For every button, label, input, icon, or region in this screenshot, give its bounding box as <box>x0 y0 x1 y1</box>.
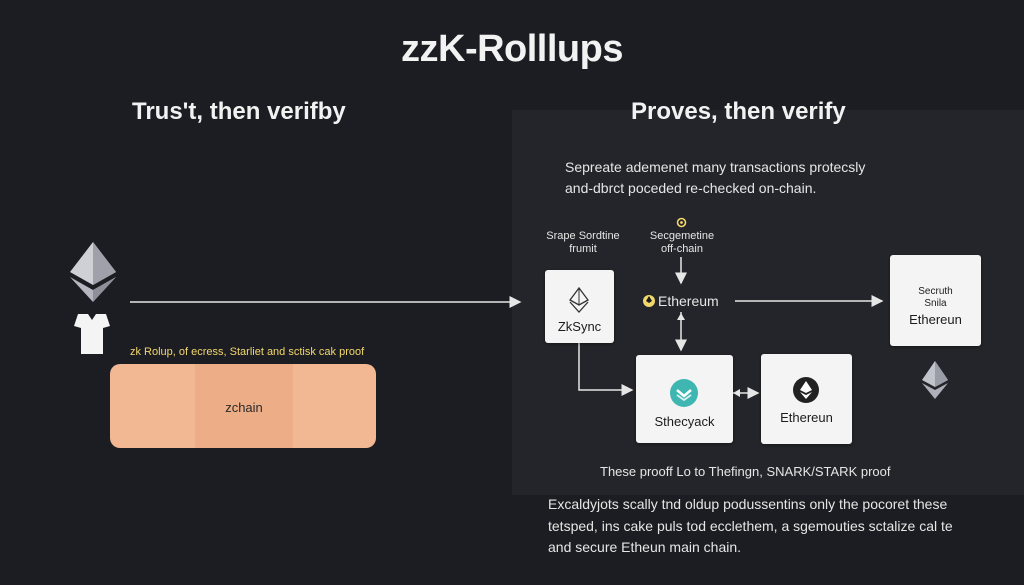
ethereum-coin-icon <box>643 295 655 307</box>
left-heading: Trus't, then verifby <box>132 98 346 125</box>
footer-line-3: and secure Etheun main chain. <box>548 539 742 555</box>
ethereum-small-icon <box>922 361 948 399</box>
stack-card: Sthecyack <box>636 355 733 443</box>
footer-line-2: tetsped, ins cake puls tod ecclethem, a … <box>548 517 953 534</box>
description: Sepreate ademenet many transactions prot… <box>565 157 925 199</box>
elbow-zksync-to-stack <box>578 343 634 396</box>
ethereum-outline-icon <box>569 287 589 313</box>
label-b: Secgemetine off-chain <box>636 230 728 256</box>
ethereum-dark-icon <box>793 377 819 403</box>
right-box: Secruth Snila Ethereun <box>890 255 981 346</box>
ethereum-mid-label: Ethereum <box>658 293 719 309</box>
zchain-label: zchain <box>225 400 263 415</box>
zksync-card: ZkSync <box>545 270 614 343</box>
right-box-line-2: Snila <box>924 298 947 309</box>
person-icon <box>74 314 110 354</box>
ethereum-diamond-icon <box>70 242 116 302</box>
stack-label: Sthecyack <box>654 414 715 429</box>
zchain-box <box>195 364 293 448</box>
diagram-caption: These prooff Lo to Thefingn, SNARK/STARK… <box>600 464 891 479</box>
description-line-2: and-dbrct poceded re-checked on-chain. <box>565 180 817 196</box>
label-a-line-2: frumit <box>569 243 597 255</box>
label-b-line-1: Secgemetine <box>649 230 715 242</box>
right-box-line-1: Secruth <box>918 286 953 297</box>
right-box-line-3: Ethereun <box>909 312 962 327</box>
footer-line-1: Excaldyjots scally tnd oldup podussentin… <box>548 496 948 512</box>
gear-icon <box>676 217 687 228</box>
ethereum-card: Ethereun <box>761 354 852 444</box>
footer-text: Excaldyjots scally tnd oldup podussentin… <box>548 494 1008 559</box>
label-a: Srape Sordtine frumit <box>543 230 623 256</box>
label-a-line-1: Srape Sordtine <box>546 230 620 242</box>
right-heading: Proves, then verify <box>631 98 846 125</box>
left-caption: zk Rolup, of ecress, Starliet and sctisk… <box>130 346 365 358</box>
label-b-line-2: off-chain <box>661 243 703 255</box>
teal-logo-icon <box>670 379 698 407</box>
description-line-1: Sepreate ademenet many transactions prot… <box>565 159 866 175</box>
right-box-small-lines: Secruth Snila <box>890 286 981 310</box>
ethereum-card-label: Ethereun <box>780 410 833 425</box>
zksync-label: ZkSync <box>557 319 602 334</box>
page-title: zzK-Rolllups <box>401 28 623 70</box>
